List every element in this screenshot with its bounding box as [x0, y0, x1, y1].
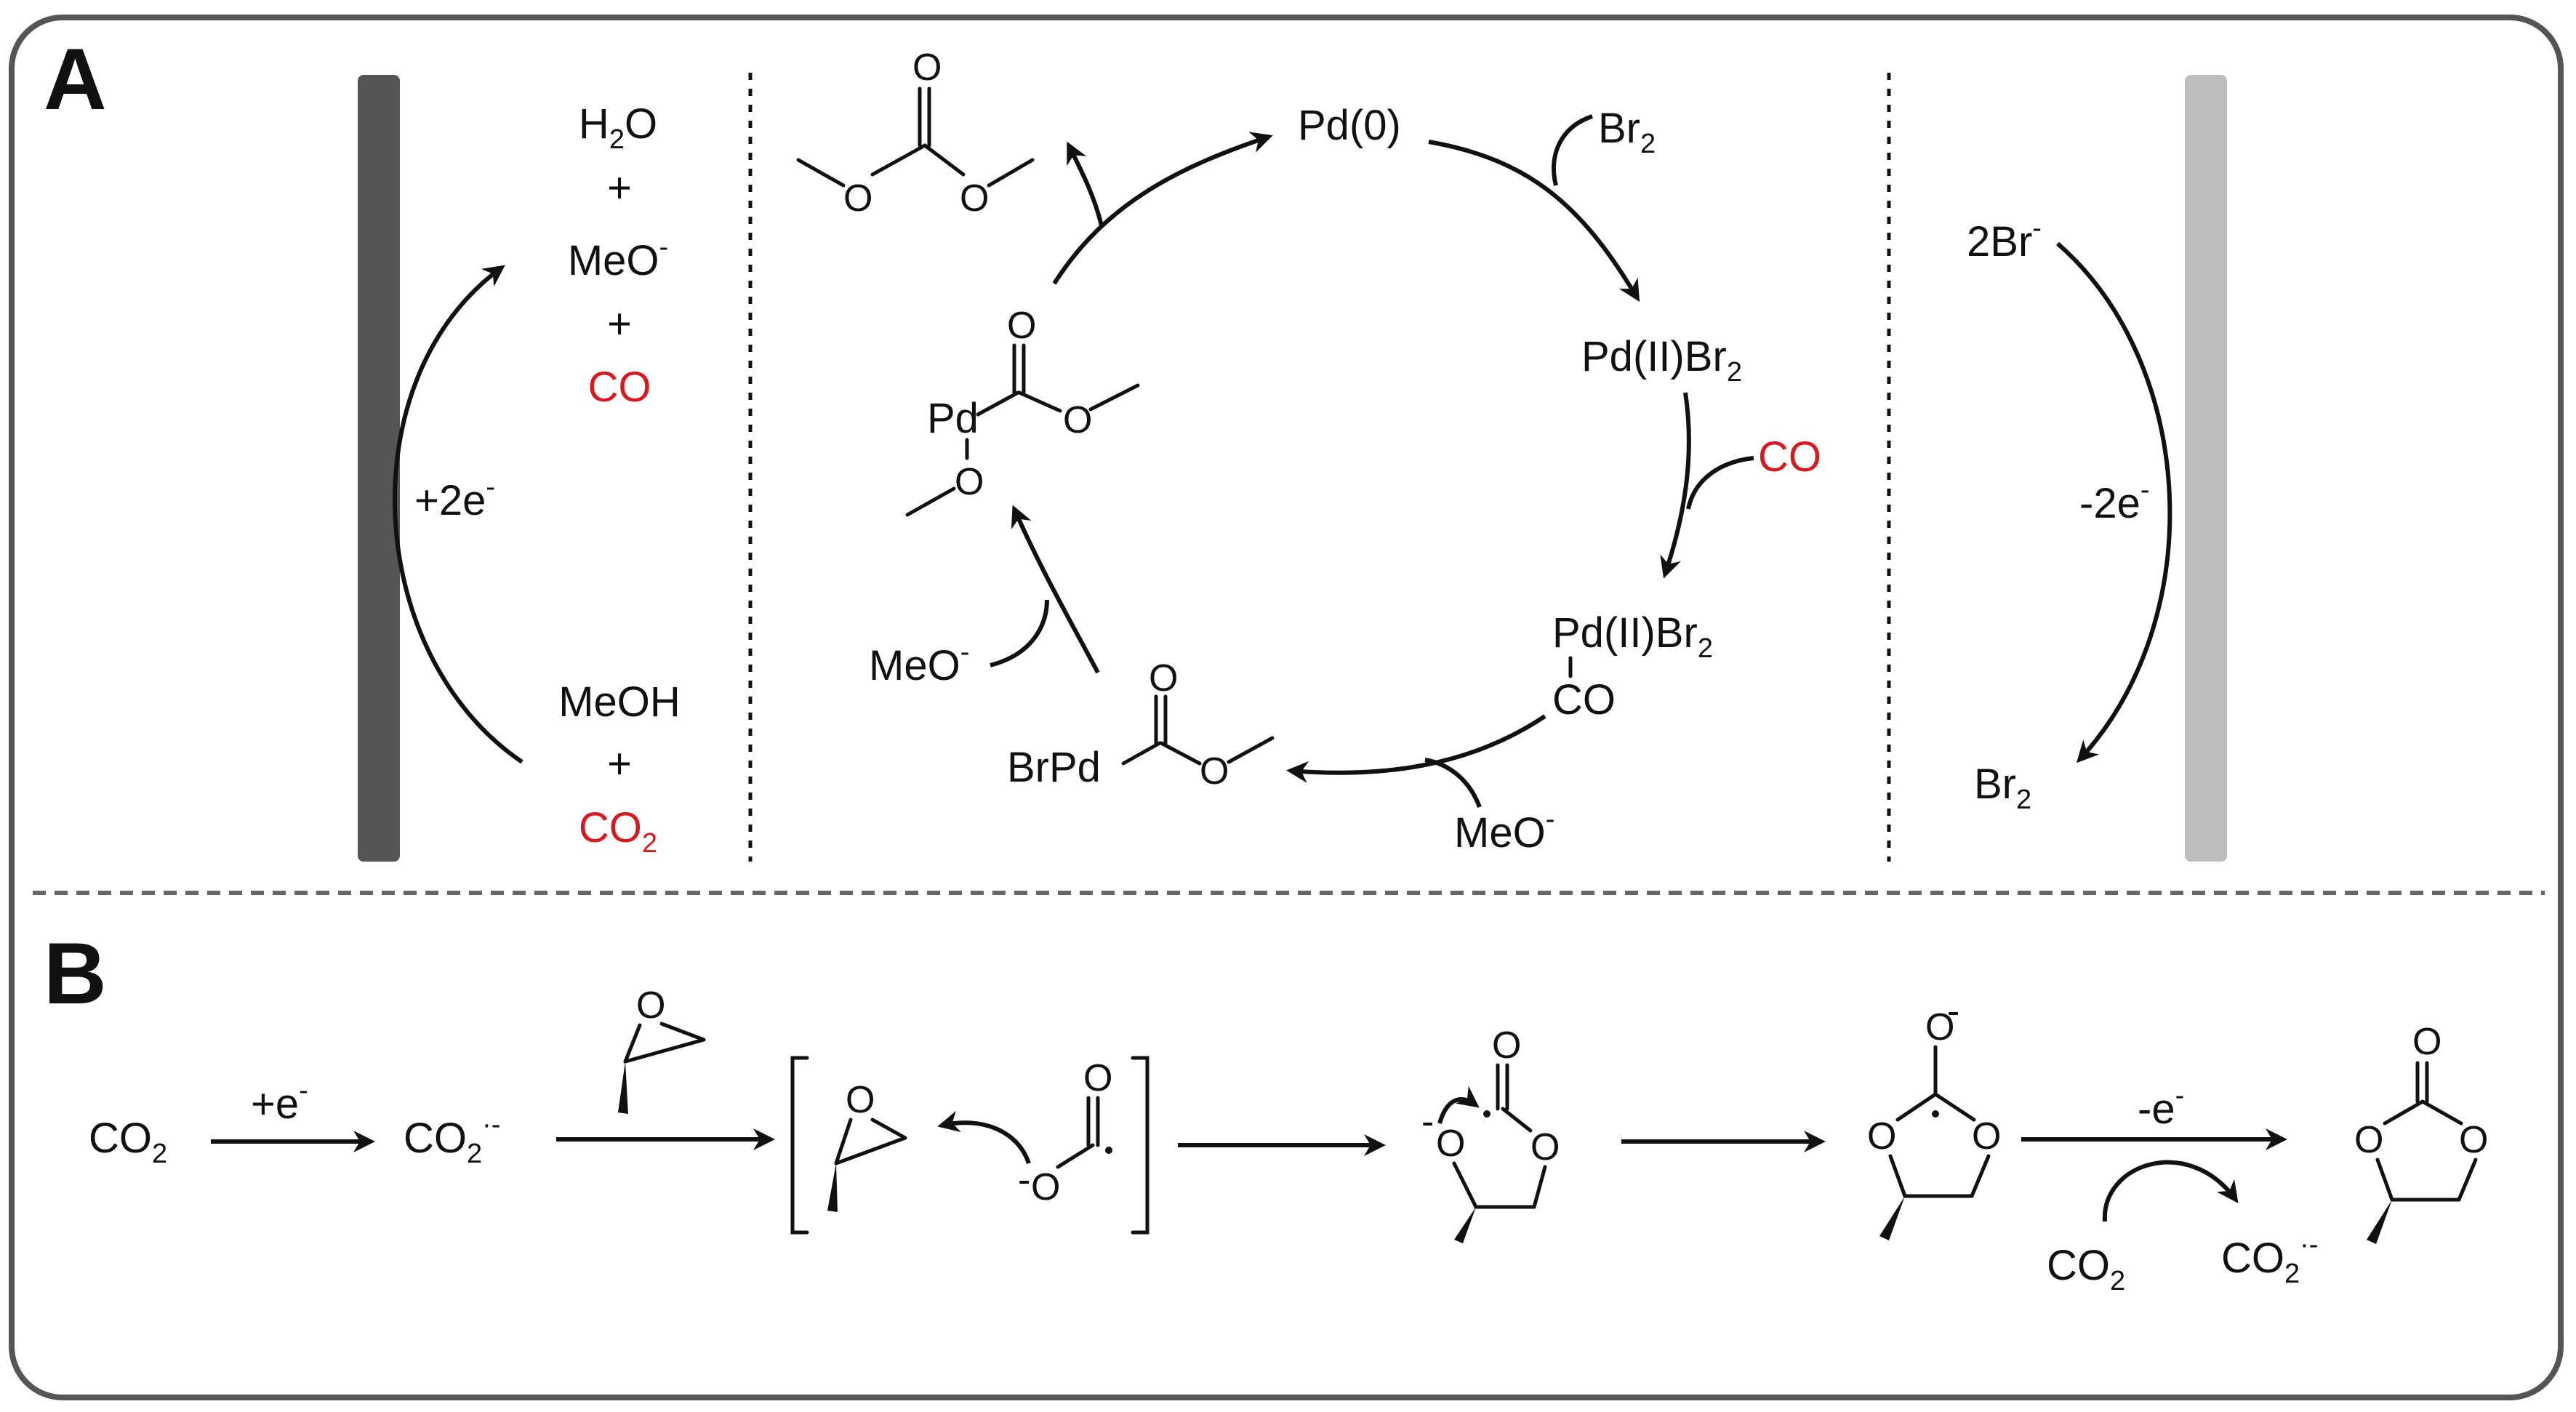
anode-product: Br2	[1974, 761, 2031, 815]
co2-radical-anion: CO2·-	[404, 1110, 500, 1169]
svg-text:MeO-: MeO-	[568, 232, 668, 284]
svg-text:CO2: CO2	[579, 804, 657, 859]
svg-text:O: O	[1530, 1126, 1560, 1168]
cathode-electrons: +2e-	[414, 472, 495, 524]
svg-text:O: O	[960, 177, 989, 220]
oxidation-label: -e-	[2138, 1080, 2184, 1133]
meo-reagent-1: MeO-	[1454, 804, 1554, 857]
cycle-arrow-reductive-elimination	[1052, 132, 1273, 285]
pd2br2-co-species: Pd(II)Br2	[1552, 609, 1713, 664]
svg-text:O: O	[1007, 305, 1036, 347]
anode-reactant: 2Br-	[1967, 213, 2042, 265]
co2-radical-regenerated: CO2·-	[2221, 1230, 2318, 1289]
cycle-arrow-methoxide-attack	[1286, 714, 1546, 783]
propylene-oxide-reagent: O	[618, 984, 706, 1114]
svg-text:CO: CO	[588, 364, 651, 411]
svg-text:O: O	[955, 461, 984, 503]
cyclic-radical-intermediate: O - O O	[1867, 990, 2001, 1240]
dmc-outflow-curve	[1067, 141, 1104, 226]
br2-inflow-curve	[1552, 114, 1593, 186]
pd2br2-species: Pd(II)Br2	[1581, 333, 1742, 388]
anode-electrode	[2185, 75, 2227, 862]
svg-text:O: O	[1436, 1123, 1465, 1165]
svg-text:-: -	[1018, 1159, 1030, 1201]
svg-text:-: -	[1947, 990, 1959, 1032]
co-reagent: CO	[1758, 433, 1821, 481]
reduction-label: +e-	[251, 1075, 308, 1128]
figure-border	[9, 15, 2564, 1400]
svg-text:+: +	[607, 740, 632, 787]
meo-inflow-curve-2	[990, 599, 1049, 667]
svg-text:BrPd: BrPd	[1007, 744, 1101, 791]
brpd-ester-intermediate: BrPd O O	[1007, 657, 1275, 793]
svg-text:Pd: Pd	[927, 395, 979, 442]
svg-text:O: O	[2459, 1119, 2488, 1161]
cycle-arrow-oxidative-addition	[1428, 140, 1640, 302]
svg-text:O: O	[1200, 750, 1229, 793]
svg-text:O: O	[1925, 1006, 1954, 1048]
svg-text:O: O	[2354, 1119, 2383, 1161]
bracketed-intermediates: O O O -	[790, 1056, 1149, 1235]
svg-text:-: -	[1421, 1101, 1434, 1143]
cycle-arrow-co-insertion	[1660, 392, 1691, 579]
ring-opened-intermediate: O O O -	[1421, 1024, 1560, 1243]
cathode-reduction-arrow	[393, 265, 523, 764]
co-inflow-curve	[1686, 456, 1754, 510]
svg-text:O: O	[912, 47, 942, 89]
svg-text:O: O	[1867, 1115, 1896, 1158]
meo-reagent-2: MeO-	[869, 637, 969, 689]
svg-text:O: O	[1083, 1057, 1112, 1099]
cycle-arrow-methoxide-exchange	[1011, 505, 1100, 674]
svg-text:O: O	[636, 984, 665, 1027]
dimethyl-carbonate-product: O O O	[796, 47, 1035, 220]
co2-electron-transfer-curve	[2102, 1160, 2239, 1222]
svg-text:O: O	[1972, 1115, 2001, 1158]
meo-inflow-curve-1	[1424, 758, 1482, 809]
panel-b-label: B	[44, 925, 107, 1022]
br2-reagent: Br2	[1598, 105, 1656, 159]
cathode-products: H2O + MeO- + CO	[568, 100, 668, 411]
svg-text:O: O	[2412, 1021, 2441, 1063]
pd-methoxy-ester-intermediate: Pd O O O	[905, 305, 1140, 517]
co-ligand: CO	[1552, 676, 1616, 723]
co2-start: CO2	[89, 1115, 167, 1169]
co2-reagent: CO2	[2047, 1242, 2125, 1296]
svg-text:O: O	[843, 177, 872, 220]
svg-text:O: O	[846, 1079, 875, 1121]
svg-text:O: O	[1492, 1024, 1521, 1067]
svg-text:+: +	[607, 300, 632, 348]
panel-a-label: A	[44, 31, 107, 128]
propylene-carbonate-product: O O O	[2354, 1021, 2488, 1244]
anode-oxidation-arrow	[2056, 241, 2172, 763]
anode-electrons: -2e-	[2079, 475, 2149, 527]
pd0-species: Pd(0)	[1298, 102, 1401, 149]
cathode-electrode	[358, 75, 400, 862]
svg-text:+: +	[607, 164, 632, 212]
cathode-reactants: MeOH + CO2	[558, 678, 681, 859]
svg-text:O: O	[1031, 1166, 1060, 1208]
svg-text:O: O	[1063, 399, 1092, 441]
svg-text:H2O: H2O	[579, 100, 657, 155]
svg-text:O: O	[1149, 657, 1178, 699]
svg-text:MeOH: MeOH	[558, 678, 681, 726]
